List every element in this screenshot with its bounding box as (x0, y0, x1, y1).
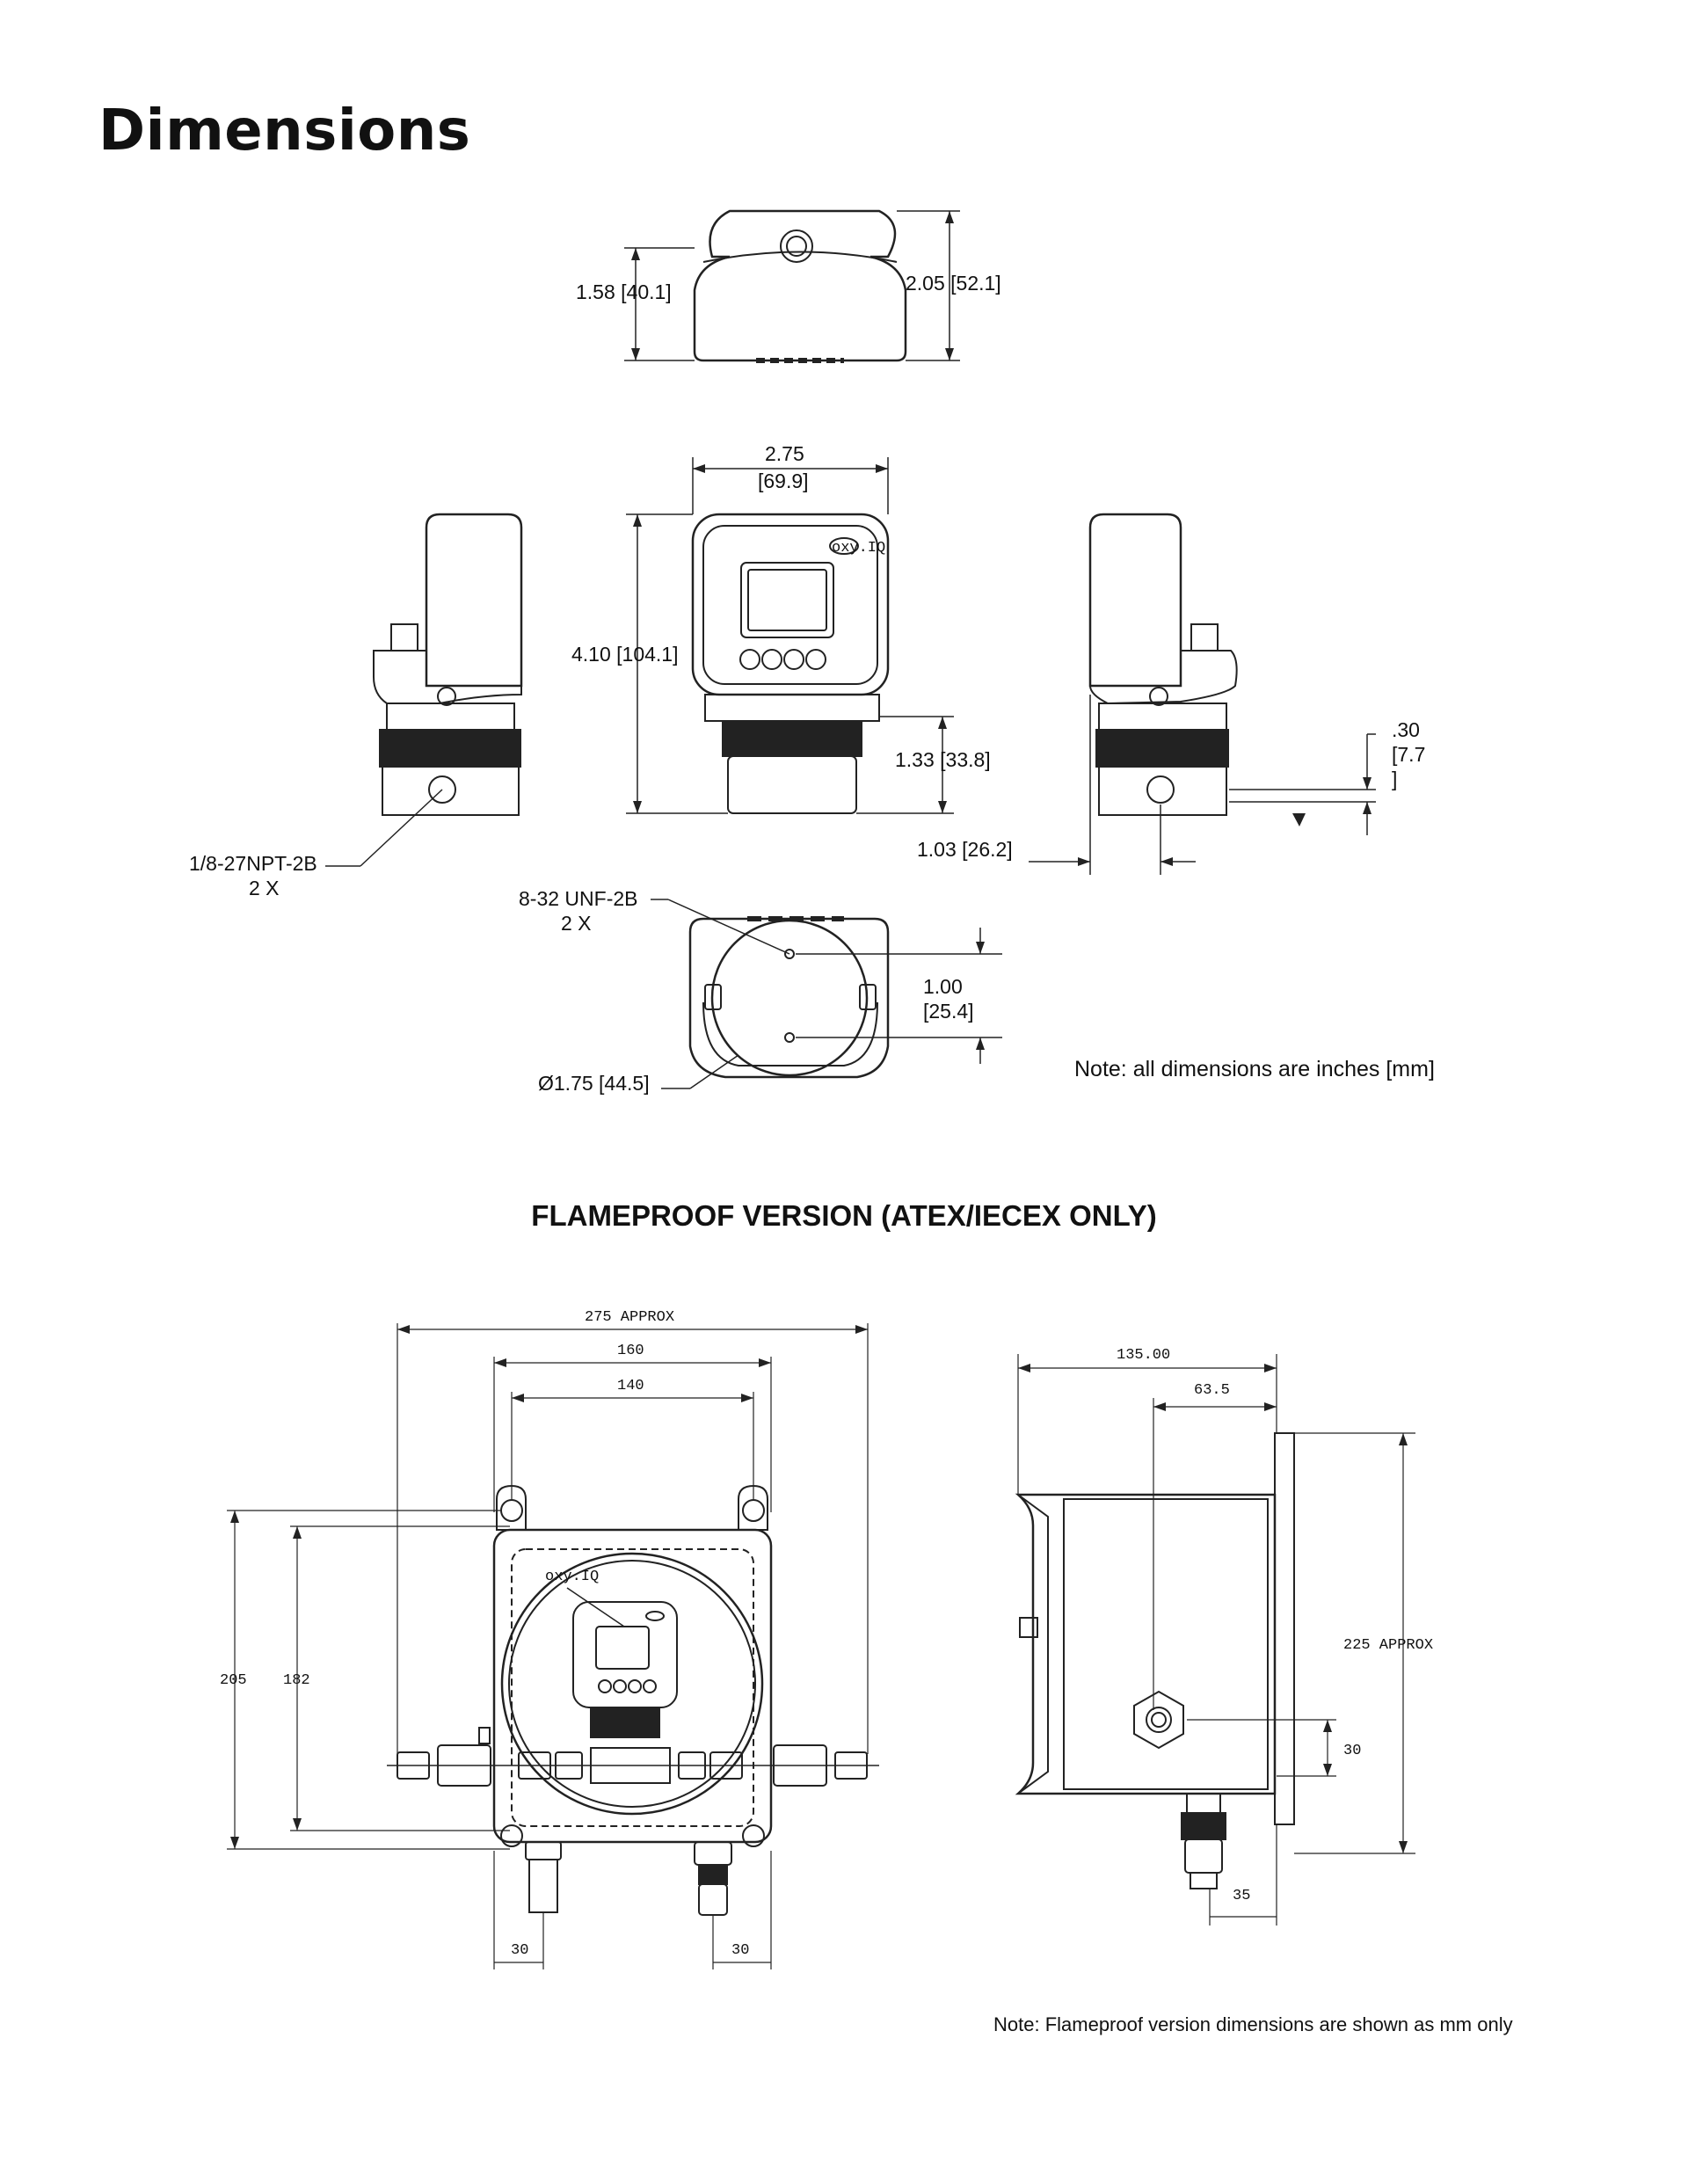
front-brand-logo: oxy.IQ (832, 540, 885, 557)
flameproof-offset-label: 63.5 (1194, 1382, 1230, 1399)
front-height-label: 4.10 [104.1] (571, 643, 679, 666)
top-height-total-label: 2.05 [52.1] (906, 272, 1001, 295)
flameproof-gland-right-label: 30 (731, 1942, 749, 1959)
front-collar-label: 1.33 [33.8] (895, 748, 991, 771)
flameproof-note: Note: Flameproof version dimensions are … (993, 2013, 1513, 2035)
bottom-spacing-in-label: 1.00 (923, 975, 963, 998)
front-view: oxy.IQ 2.75 [69.9] 4.10 [104.1] 1.33 [33… (571, 442, 991, 814)
flameproof-gland-left-label: 30 (511, 1942, 528, 1959)
bottom-thread-label: 8-32 UNF-2B (519, 887, 637, 910)
page-title: Dimensions (98, 98, 471, 164)
flameproof-depth-label: 135.00 (1117, 1347, 1170, 1364)
flameproof-section-title: FLAMEPROOF VERSION (ATEX/IECEX ONLY) (531, 1199, 1157, 1232)
inches-note: Note: all dimensions are inches [mm] (1074, 1057, 1435, 1081)
flameproof-width-2-label: 140 (617, 1378, 644, 1394)
top-height-body-label: 1.58 [40.1] (576, 280, 672, 303)
flameproof-front-view: oxy.IQ 275 APPROX 160 140 205 182 (220, 1309, 879, 1969)
flameproof-width-1-label: 160 (617, 1343, 644, 1359)
flameproof-side-view: 135.00 63.5 225 APPROX 30 35 (1015, 1347, 1433, 1926)
left-port-label: 1/8-27NPT-2B (189, 852, 317, 875)
flameproof-height-1-label: 205 (220, 1672, 247, 1689)
flameproof-port-label: 30 (1343, 1743, 1361, 1759)
flameproof-overall-width-label: 275 APPROX (585, 1309, 674, 1326)
flameproof-gland-label: 35 (1233, 1888, 1250, 1904)
front-width-mm-label: [69.9] (758, 470, 809, 492)
left-port-qty-label: 2 X (249, 877, 280, 899)
front-width-in-label: 2.75 (765, 442, 804, 465)
flameproof-brand-callout: oxy.IQ (545, 1569, 599, 1585)
right-offset-close-label: ] (1392, 768, 1397, 790)
right-offset-in-label: .30 (1392, 718, 1420, 741)
bottom-diameter-label: Ø1.75 [44.5] (538, 1072, 650, 1095)
bottom-spacing-mm-label: [25.4] (923, 1000, 974, 1023)
bottom-thread-qty-label: 2 X (561, 912, 592, 935)
bottom-view: 8-32 UNF-2B 2 X 1.00 [25.4] Ø1.75 [44.5] (519, 887, 1002, 1095)
flameproof-height-label: 225 APPROX (1343, 1637, 1433, 1654)
right-side-view: .30 [7.7 ] 1.03 [26.2] (917, 513, 1425, 875)
right-depth-label: 1.03 [26.2] (917, 838, 1013, 861)
flameproof-height-2-label: 182 (283, 1672, 310, 1689)
right-offset-mm-label: [7.7 (1392, 743, 1425, 766)
left-side-view: 1/8-27NPT-2B 2 X (189, 513, 523, 899)
top-view: 1.58 [40.1] 2.05 [52.1] (576, 209, 1001, 363)
